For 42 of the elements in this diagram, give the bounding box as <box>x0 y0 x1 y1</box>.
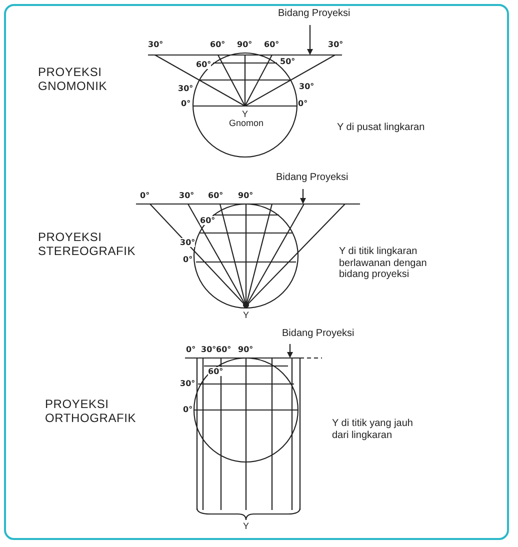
point-label: Y <box>242 109 248 120</box>
angle-label: 60° <box>210 40 226 50</box>
leader-arrow <box>300 189 306 204</box>
angle-label: 50° <box>280 57 296 66</box>
angle-label: 30° <box>178 84 194 94</box>
angle-label: 90° <box>238 191 254 200</box>
plane-label: Bidang Proyeksi <box>276 172 348 184</box>
angle-label: 0° <box>186 345 196 354</box>
angle-label: 30° <box>148 40 164 50</box>
description-text: Y di titik lingkaran berlawanan dengan bidang proyeksi <box>339 246 428 280</box>
point-label: Y <box>243 310 250 320</box>
angle-label: 0° <box>183 405 193 414</box>
angle-label: 0° <box>181 99 191 108</box>
leader-arrow <box>287 344 293 358</box>
plane-label: Bidang Proyeksi <box>278 8 350 20</box>
angle-label: 90° <box>238 345 254 354</box>
angle-label: 30° <box>180 379 196 388</box>
plane-label: Bidang Proyeksi <box>282 328 354 340</box>
angle-label: 30° <box>201 345 216 354</box>
angle-label: 60° <box>196 60 212 70</box>
angle-label: 60° <box>200 216 216 226</box>
angle-label: 0° <box>298 99 308 108</box>
angle-label: 0° <box>183 255 193 264</box>
projection-title: PROYEKSI STEREOGRAFIK <box>38 231 137 259</box>
point-label: Gnomon <box>229 118 264 128</box>
angle-label: 30° <box>299 82 314 92</box>
angle-label: 60° <box>208 367 224 376</box>
projection-title: PROYEKSI GNOMONIK <box>38 66 108 94</box>
angle-label: 0° <box>140 191 150 200</box>
angle-label: 60° <box>264 40 280 50</box>
projection-title: PROYEKSI ORTHOGRAFIK <box>45 398 138 426</box>
description-text: Y di pusat lingkaran <box>337 122 426 134</box>
angle-label: 60° <box>216 345 232 354</box>
description-text: Y di titik yang jauh dari lingkaran <box>332 418 414 441</box>
angle-label: 30° <box>179 191 194 200</box>
gnomonic-projection-drawing <box>148 52 342 158</box>
leader-arrow <box>307 25 313 55</box>
point-label: Y <box>243 521 250 532</box>
angle-label: 30° <box>180 238 196 248</box>
angle-label: 90° <box>237 40 252 50</box>
angle-label: 60° <box>208 191 224 200</box>
angle-label: 30° <box>328 40 344 50</box>
